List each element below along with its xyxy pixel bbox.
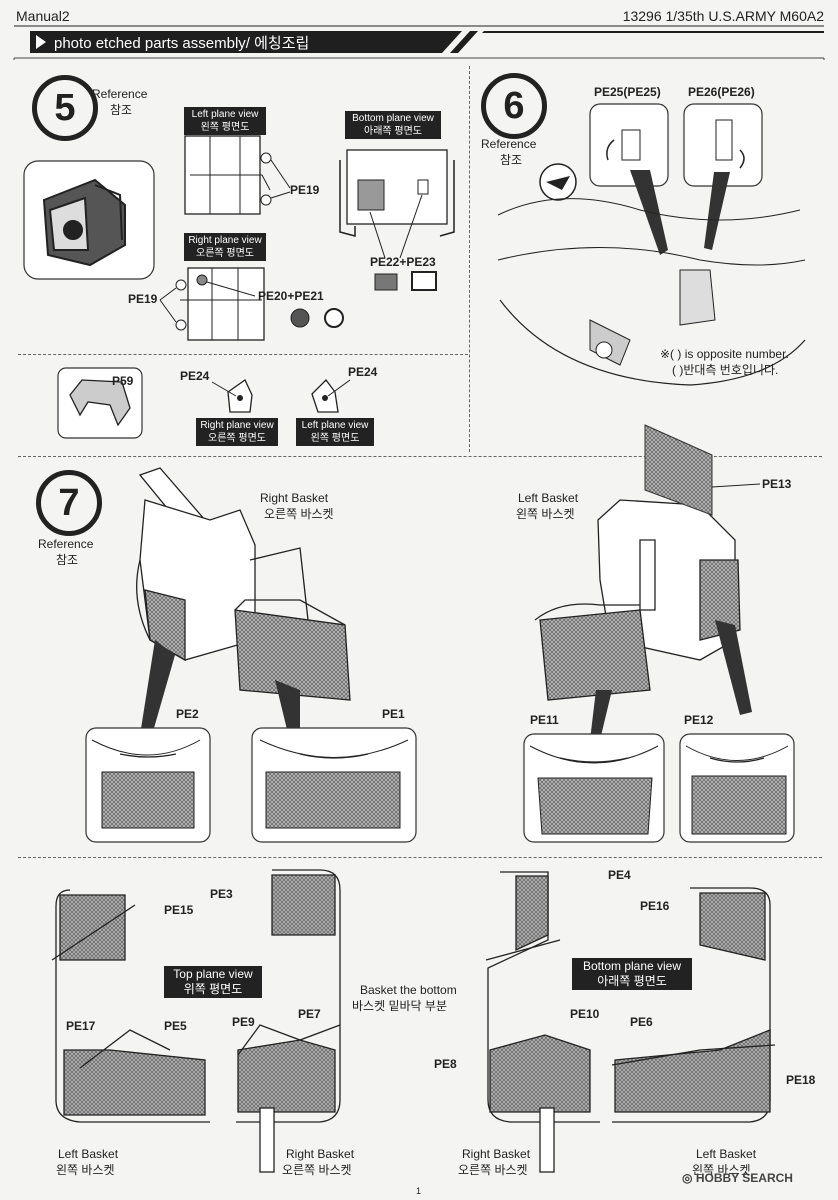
label-pe5: PE5 [164, 1019, 187, 1033]
step5-left-view-caption: Left plane view 왼쪽 평면도 [184, 107, 266, 135]
label-pe22-pe23: PE22+PE23 [370, 255, 436, 269]
label-pe24-a: PE24 [180, 369, 210, 383]
section-title: photo etched parts assembly/ 에칭조립 [54, 35, 310, 52]
step5-right-view2-caption: Right plane view 오른쪽 평면도 [196, 418, 278, 446]
bottom-right-basket2-ko: 오른쪽 바스켓 [458, 1163, 528, 1177]
step-6-number: 6 [481, 73, 547, 139]
step5-right-view-caption: Right plane view 오른쪽 평면도 [184, 233, 266, 261]
label-pe25: PE25(PE25) [594, 85, 661, 99]
top-view-ko: 위쪽 평면도 [183, 982, 243, 996]
bottom-left-basket2-en: Left Basket [696, 1147, 757, 1161]
opposite-note-en: ※( ) is opposite number. [660, 347, 789, 361]
label-pe20-pe21: PE20+PE21 [258, 289, 324, 303]
step7-reference-ko: 참조 [56, 553, 79, 567]
label-pe2: PE2 [176, 707, 199, 721]
divider-step7 [18, 456, 822, 457]
label-pe26: PE26(PE26) [688, 85, 755, 99]
label-pe3: PE3 [210, 887, 233, 901]
bottom-view2-en: Bottom plane view [582, 959, 682, 973]
left-view2-en: Left plane view [301, 420, 369, 431]
left-basket-label-en: Left Basket [518, 491, 579, 505]
label-pe8: PE8 [434, 1057, 457, 1071]
label-pe7: PE7 [298, 1007, 321, 1021]
bottom-left-basket2-ko: 왼쪽 바스켓 [692, 1163, 751, 1177]
label-pe24-b: PE24 [348, 365, 378, 379]
left-basket-label-ko: 왼쪽 바스켓 [516, 507, 575, 521]
left-view-ko: 왼쪽 평면도 [200, 122, 250, 133]
label-pe15: PE15 [164, 903, 194, 917]
label-pe6: PE6 [630, 1015, 653, 1029]
label-pe1: PE1 [382, 707, 405, 721]
label-pe19-b: PE19 [128, 292, 158, 306]
divider-bottom [18, 857, 822, 858]
label-pe10: PE10 [570, 1007, 600, 1021]
label-pe13: PE13 [762, 477, 792, 491]
label-pe17: PE17 [66, 1019, 96, 1033]
watermark: ◎ HOBBY SEARCH [682, 1171, 793, 1186]
bottom-right-basket2-en: Right Basket [462, 1147, 531, 1161]
header-rules [13, 25, 825, 60]
left-view2-ko: 왼쪽 평면도 [310, 433, 360, 444]
bottom-view-en: Bottom plane view [352, 113, 434, 124]
step5-reference-ko: 참조 [110, 103, 133, 117]
step7-reference-en: Reference [38, 537, 94, 551]
label-pe12: PE12 [684, 713, 714, 727]
label-p59: P59 [112, 374, 134, 388]
bottom-right-basket-en: Right Basket [286, 1147, 355, 1161]
watermark-text: HOBBY SEARCH [695, 1171, 793, 1185]
basket-bottom-en: Basket the bottom [360, 983, 457, 997]
right-basket-label-en: Right Basket [260, 491, 329, 505]
right-view2-ko: 오른쪽 평면도 [208, 433, 266, 444]
bottom-view2-ko: 아래쪽 평면도 [597, 974, 667, 988]
divider-step5 [18, 354, 468, 355]
right-view2-en: Right plane view [200, 420, 274, 431]
step6-reference-ko: 참조 [500, 153, 523, 167]
label-pe16: PE16 [640, 899, 670, 913]
step5-reference-en: Reference [92, 87, 148, 101]
label-pe18: PE18 [786, 1073, 816, 1087]
left-view-en: Left plane view [191, 109, 259, 120]
watermark-logo-icon: ◎ [682, 1171, 696, 1185]
label-pe19-a: PE19 [290, 183, 320, 197]
step-7-number: 7 [36, 470, 102, 536]
right-view-ko: 오른쪽 평면도 [196, 248, 254, 259]
page-number: 1 [416, 1186, 422, 1196]
bottom-left-basket-en: Left Basket [58, 1147, 119, 1161]
step5-left-view2-caption: Left plane view 왼쪽 평면도 [296, 418, 374, 446]
right-view-en: Right plane view [188, 235, 262, 246]
top-view-en: Top plane view [173, 967, 253, 981]
bottom-view-ko: 아래쪽 평면도 [364, 126, 422, 137]
label-pe9: PE9 [232, 1015, 255, 1029]
bottom-right-basket-ko: 오른쪽 바스켓 [282, 1163, 352, 1177]
step5-bottom-view-caption: Bottom plane view 아래쪽 평면도 [345, 111, 441, 139]
step-5-number: 5 [32, 75, 98, 141]
right-basket-label-ko: 오른쪽 바스켓 [264, 507, 334, 521]
opposite-note-ko: ( )반대측 번호입니다. [672, 363, 779, 377]
divider-vertical [469, 66, 470, 452]
manual-label: Manual2 [16, 8, 70, 24]
label-pe11: PE11 [530, 713, 559, 727]
bottom-left-basket-ko: 왼쪽 바스켓 [56, 1163, 115, 1177]
basket-bottom-ko: 바스켓 밑바닥 부분 [352, 999, 447, 1013]
product-title: 13296 1/35th U.S.ARMY M60A2 [622, 8, 824, 24]
label-pe4: PE4 [608, 868, 631, 882]
step6-reference-en: Reference [481, 137, 537, 151]
